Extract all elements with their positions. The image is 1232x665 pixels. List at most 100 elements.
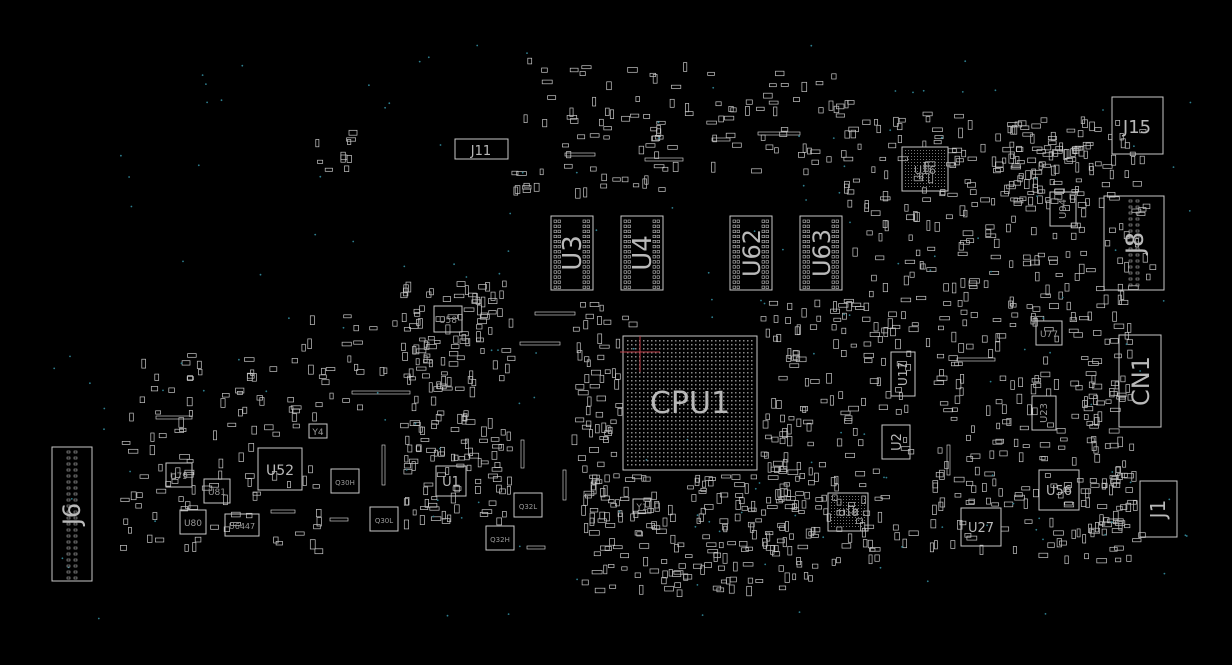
via <box>754 487 757 490</box>
passive-component <box>1022 444 1030 448</box>
cpu-ball <box>747 448 749 450</box>
ram-chip-u63[interactable]: U63 <box>799 215 843 291</box>
ic-u77[interactable]: U77 <box>1035 320 1063 346</box>
cpu-ball <box>667 352 669 354</box>
ram-pad <box>761 240 765 244</box>
passive-component <box>1071 457 1077 466</box>
ic-u94[interactable]: U94 <box>1049 191 1077 227</box>
cpu-ball <box>655 400 657 402</box>
mosfet-q30l[interactable]: Q30L <box>369 506 399 532</box>
ic-u81[interactable]: U81 <box>203 478 231 504</box>
connector-j11[interactable]: J11 <box>454 138 509 160</box>
cpu-ball <box>663 424 665 426</box>
passive-component <box>792 573 797 581</box>
passive-component <box>1115 120 1121 126</box>
passive-component <box>459 331 469 337</box>
passive-component <box>123 518 129 525</box>
mosfet-q32h[interactable]: Q32H <box>485 525 515 551</box>
ic-u17[interactable]: U17 <box>890 351 916 397</box>
passive-component <box>1085 497 1090 508</box>
ram-chip-u4[interactable]: U4 <box>620 215 664 291</box>
passive-component <box>1026 304 1033 309</box>
cpu-ball <box>647 444 649 446</box>
connector-j1[interactable]: J1 <box>1139 480 1178 538</box>
cpu-ball <box>735 444 737 446</box>
ic-ball <box>935 165 936 166</box>
ic-u1[interactable]: U1 <box>435 465 467 497</box>
cpu-ball <box>663 396 665 398</box>
connector-j6[interactable]: J6 <box>51 446 93 582</box>
cpu-ball <box>647 404 649 406</box>
ic-ball <box>864 499 865 500</box>
passive-component <box>676 589 683 597</box>
cpu-ball <box>739 376 741 378</box>
cpu-ball <box>707 384 709 386</box>
ic-u27[interactable]: U27 <box>960 507 1002 547</box>
ic-u6447[interactable]: U6447 <box>224 513 260 537</box>
ram-pad <box>553 250 557 254</box>
ic-u18[interactable]: U18 <box>827 492 869 532</box>
passive-component <box>1040 117 1048 123</box>
mosfet-q30h[interactable]: Q30H <box>330 468 360 494</box>
cpu-package[interactable]: CPU1 <box>622 335 758 471</box>
ic-u52[interactable]: U52 <box>257 447 303 491</box>
passive-component <box>786 489 791 498</box>
ram-chip-u3[interactable]: U3 <box>550 215 594 291</box>
ic-ball <box>926 156 927 157</box>
ic-u23[interactable]: U23 <box>1031 395 1057 431</box>
passive-component <box>803 572 809 580</box>
passive-component <box>1031 227 1037 236</box>
cpu-ball <box>711 416 713 418</box>
cpu-ball <box>635 368 637 370</box>
ic-u80[interactable]: U80 <box>179 509 207 535</box>
passive-component <box>674 544 679 553</box>
connector-j15[interactable]: J15 <box>1111 96 1164 155</box>
cpu-ball <box>671 452 673 454</box>
ic-ball <box>926 162 927 163</box>
passive-component <box>775 499 783 504</box>
connector-pad <box>66 564 71 568</box>
ic-ball <box>846 511 847 512</box>
passive-component <box>270 509 296 514</box>
passive-component <box>785 521 789 532</box>
cpu-ball <box>731 356 733 358</box>
ic-u79[interactable]: U79 <box>165 462 193 488</box>
cpu-ball <box>687 420 689 422</box>
cpu-ball <box>731 424 733 426</box>
cpu-ball <box>643 404 645 406</box>
passive-component <box>321 367 326 375</box>
connector-pad <box>66 504 71 508</box>
ic-u2[interactable]: U2 <box>881 424 911 460</box>
passive-component <box>1040 371 1051 378</box>
cpu-ball <box>683 416 685 418</box>
passive-component <box>1094 454 1101 463</box>
cpu-ball <box>719 432 721 434</box>
ic-u56[interactable]: U56 <box>1038 469 1080 511</box>
cpu-ball <box>647 352 649 354</box>
cpu-ball <box>703 372 705 374</box>
connector-j8[interactable]: J8 <box>1103 195 1165 291</box>
cpu-ball <box>731 340 733 342</box>
ic-u16[interactable]: U16 <box>901 146 949 192</box>
ic-ball <box>840 526 841 527</box>
crystal-y1[interactable]: Y1 <box>632 498 652 514</box>
passive-component <box>779 437 786 445</box>
passive-component <box>856 518 863 524</box>
passive-component <box>791 355 801 362</box>
passive-component <box>921 187 927 194</box>
passive-component <box>1031 123 1041 129</box>
connector-pad <box>1128 283 1133 287</box>
ic-ball <box>926 153 927 154</box>
mosfet-q32l[interactable]: Q32L <box>513 492 543 518</box>
crystal-y4[interactable]: Y4 <box>308 423 328 439</box>
ic-u58[interactable]: U58 <box>433 305 463 333</box>
cpu-ball <box>727 364 729 366</box>
ic-ball <box>855 502 856 503</box>
passive-component <box>876 124 881 134</box>
connector-cn1[interactable]: CN1 <box>1118 334 1162 428</box>
cpu-ball <box>675 396 677 398</box>
passive-component <box>1081 208 1087 218</box>
cpu-ball <box>731 444 733 446</box>
cpu-ball <box>731 412 733 414</box>
ram-chip-u62[interactable]: U62 <box>729 215 773 291</box>
